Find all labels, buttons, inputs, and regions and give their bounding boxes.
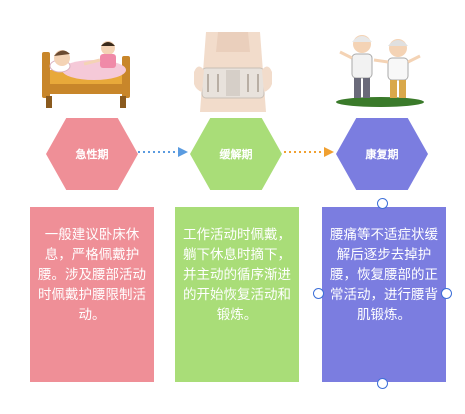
stage-description: 工作活动时佩戴，躺下休息时摘下，并主动的循序渐进的开始恢复活动和锻炼。 <box>183 227 291 323</box>
stage-recovery-hexagon: 康复期 <box>336 118 428 190</box>
stage-hex-recovery: 康复期 <box>336 118 428 190</box>
back-brace-illustration <box>194 32 272 112</box>
stage-hex-remission: 缓解期 <box>190 118 282 190</box>
stage-label: 急性期 <box>75 148 109 161</box>
stage-description: 腰痛等不适症状缓解后逐步去掉护腰，恢复腰部的正常活动，进行腰背肌锻炼。 <box>330 227 438 323</box>
stage-remission-card: 工作活动时佩戴，躺下休息时摘下，并主动的循序渐进的开始恢复活动和锻炼。 <box>175 207 299 382</box>
resize-handle-left[interactable] <box>313 288 324 299</box>
arrow-remission-to-recovery <box>284 147 334 157</box>
resize-handle-bottom[interactable] <box>377 378 388 389</box>
resize-handle-right[interactable] <box>441 288 452 299</box>
stage-hex-acute: 急性期 <box>46 118 138 190</box>
stage-remission-hexagon: 缓解期 <box>190 118 282 190</box>
stage-acute-card: 一般建议卧床休息，严格佩戴护腰。涉及腰部活动时佩戴护腰限制活动。 <box>30 207 154 382</box>
stage-acute-hexagon: 急性期 <box>46 118 138 190</box>
stage-recovery-card: 腰痛等不适症状缓解后逐步去掉护腰，恢复腰部的正常活动，进行腰背肌锻炼。 <box>322 207 446 382</box>
stage-label: 康复期 <box>365 148 399 161</box>
resize-handle-top[interactable] <box>377 198 388 209</box>
patient-in-bed-illustration <box>42 41 130 108</box>
elderly-couple-exercising-illustration <box>336 35 424 107</box>
arrow-acute-to-remission <box>138 147 188 157</box>
stage-label: 缓解期 <box>219 148 253 161</box>
stage-description: 一般建议卧床休息，严格佩戴护腰。涉及腰部活动时佩戴护腰限制活动。 <box>38 227 146 323</box>
